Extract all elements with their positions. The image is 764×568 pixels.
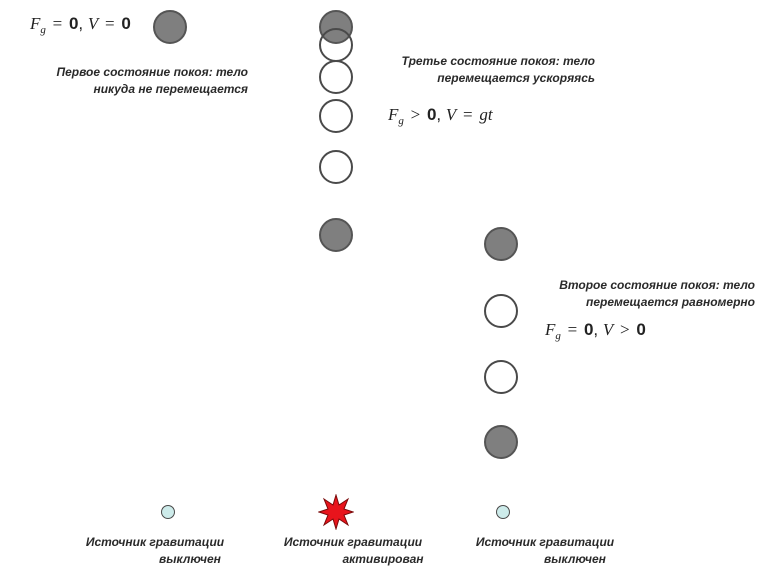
accelerating-body-position-3 (319, 99, 353, 133)
second-state-caption-line2: перемещается равномерно (585, 295, 755, 309)
uniform-body-start (484, 227, 518, 261)
force-subscript: g (398, 115, 404, 127)
source-caption-right-line2: выключен (544, 552, 606, 566)
source-caption-right-line1: Источник гравитации (475, 535, 615, 549)
first-state-caption: Первое состояние покоя: тело никуда не п… (8, 64, 248, 98)
force-value: 0 (68, 14, 79, 33)
first-state-formula: Fg = 0, V = 0 (30, 14, 131, 36)
third-state-caption-line1: Третье состояние покоя: тело (401, 54, 595, 68)
gravity-source-off-right (496, 505, 510, 519)
second-state-caption: Второе состояние покоя: тело перемещаетс… (510, 277, 755, 311)
force-symbol: F (545, 320, 556, 339)
accelerating-body-position-1 (319, 28, 353, 62)
source-caption-left-line1: Источник гравитации (85, 535, 225, 549)
force-subscript: g (40, 24, 46, 36)
uniform-body-position-1 (484, 294, 518, 328)
velocity-symbol: V (602, 320, 614, 339)
source-caption-left: Источник гравитации выключен (55, 534, 255, 568)
force-symbol: F (388, 105, 399, 124)
third-state-caption: Третье состояние покоя: тело перемещаетс… (350, 53, 595, 87)
source-caption-center-line2: активирован (342, 552, 424, 566)
force-value: 0 (583, 320, 594, 339)
force-subscript: g (555, 330, 561, 342)
second-state-formula: Fg = 0, V > 0 (545, 320, 646, 342)
first-state-caption-line2: никуда не перемещается (93, 82, 248, 96)
body-at-rest (153, 10, 187, 44)
uniform-body-position-2 (484, 360, 518, 394)
gravity-source-off-left (161, 505, 175, 519)
first-state-caption-line1: Первое состояние покоя: тело (56, 65, 248, 79)
source-caption-center: Источник гравитации активирован (258, 534, 448, 568)
velocity-value: gt (479, 105, 493, 124)
source-caption-center-line1: Источник гравитации (283, 535, 423, 549)
third-state-caption-line2: перемещается ускоряясь (437, 71, 595, 85)
accelerating-body-end (319, 218, 353, 252)
uniform-body-end (484, 425, 518, 459)
source-caption-left-line2: выключен (159, 552, 221, 566)
velocity-symbol: V (87, 14, 99, 33)
accelerating-body-position-4 (319, 150, 353, 184)
velocity-value: 0 (121, 14, 131, 33)
third-state-formula: Fg > 0, V = gt (388, 105, 493, 127)
velocity-value: 0 (636, 320, 646, 339)
accelerating-body-position-2 (319, 60, 353, 94)
velocity-symbol: V (445, 105, 457, 124)
source-caption-right: Источник гравитации выключен (450, 534, 640, 568)
second-state-caption-line1: Второе состояние покоя: тело (559, 278, 755, 292)
gravity-source-active-star-icon (318, 494, 354, 530)
force-symbol: F (30, 14, 41, 33)
force-value: 0 (426, 105, 437, 124)
